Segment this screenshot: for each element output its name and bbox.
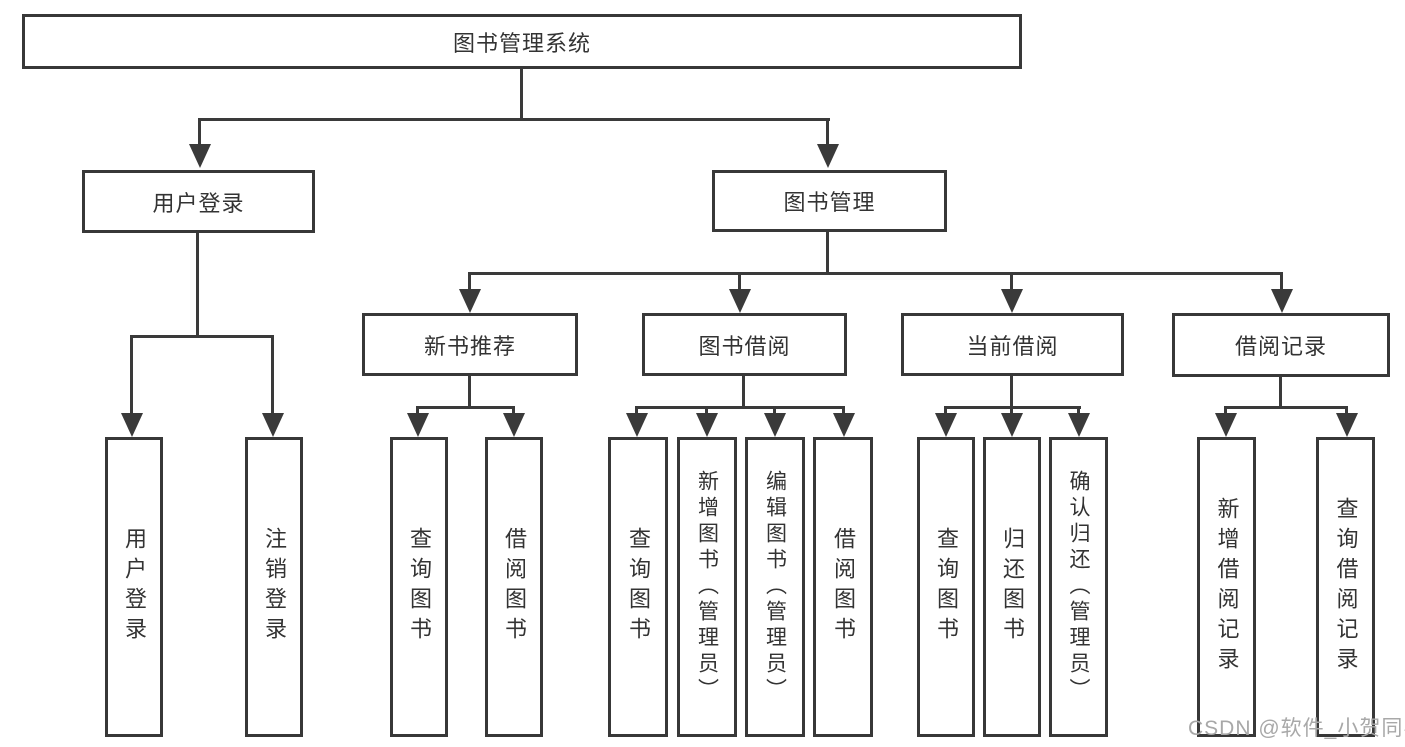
arrow-head	[626, 413, 648, 437]
watermark-text: CSDN @软件_小贺同学	[1188, 717, 1405, 740]
node-root: 图书管理系统	[22, 14, 1022, 69]
node-book-borrow: 图书借阅	[642, 313, 847, 376]
node-book-borrow-label: 图书借阅	[698, 333, 791, 359]
leaf-borrow-books-recommend: 借阅图书	[485, 437, 543, 737]
arrow-head	[729, 289, 751, 313]
node-borrow-records: 借阅记录	[1172, 313, 1390, 377]
connector-drop-leaf	[1077, 406, 1080, 416]
arrow-head	[1001, 289, 1023, 313]
connector-sec4-hline	[1224, 406, 1348, 409]
node-borrow-records-label: 借阅记录	[1234, 334, 1327, 359]
leaf-edit-books-admin: 编辑图书（管理员）	[745, 437, 805, 737]
arrow-head	[121, 413, 143, 437]
arrow-head	[696, 413, 718, 437]
connector-drop-section	[738, 272, 741, 290]
node-book-management-label: 图书管理	[783, 190, 876, 215]
connector-drop-section	[468, 272, 471, 290]
leaf-label: 查询图书	[407, 527, 432, 647]
node-book-management: 图书管理	[712, 170, 947, 232]
connector-sec2-stem	[742, 376, 745, 408]
connector-drop-leaf	[635, 406, 638, 416]
arrow-head	[817, 144, 839, 168]
connector-bookmgmt-hline	[468, 272, 1283, 275]
node-new-book-recommend-label: 新书推荐	[423, 333, 516, 359]
connector-root-hline	[198, 118, 830, 121]
connector-drop-leaf	[1224, 406, 1227, 416]
connector-sec3-stem	[1010, 376, 1013, 408]
node-user-login-label: 用户登录	[152, 190, 245, 216]
connector-bookmgmt-stem	[826, 232, 829, 275]
connector-sec1-stem	[468, 376, 471, 408]
arrow-head	[407, 413, 429, 437]
connector-root-stem	[520, 68, 523, 120]
connector-drop-leaf	[705, 406, 708, 416]
node-root-label: 图书管理系统	[452, 30, 591, 56]
connector-drop-leaf	[1345, 406, 1348, 416]
leaf-label: 确认归还（管理员）	[1067, 470, 1090, 704]
connector-drop-leaf	[271, 335, 274, 415]
connector-sec4-stem	[1279, 377, 1282, 408]
arrow-head	[262, 413, 284, 437]
arrow-head	[503, 413, 525, 437]
connector-drop-leaf	[1010, 406, 1013, 416]
connector-sec1-hline	[416, 406, 515, 409]
arrow-head	[459, 289, 481, 313]
arrow-head	[1001, 413, 1023, 437]
connector-userlogin-stem	[196, 233, 199, 337]
leaf-user-login: 用户登录	[105, 437, 163, 737]
leaf-label: 编辑图书（管理员）	[763, 470, 787, 704]
leaf-query-borrow-record: 查询借阅记录	[1316, 437, 1375, 737]
arrow-head	[1068, 413, 1090, 437]
arrow-head	[833, 413, 855, 437]
leaf-add-books-admin: 新增图书（管理员）	[677, 437, 737, 737]
leaf-query-books-borrow: 查询图书	[608, 437, 668, 737]
arrow-head	[935, 413, 957, 437]
node-current-borrow: 当前借阅	[901, 313, 1124, 376]
leaf-query-books-current: 查询图书	[917, 437, 975, 737]
connector-drop-section	[1280, 272, 1283, 290]
arrow-head	[1336, 413, 1358, 437]
connector-drop-leaf	[130, 335, 133, 415]
leaf-label: 查询借阅记录	[1333, 497, 1359, 677]
arrow-head	[764, 413, 786, 437]
leaf-label: 查询图书	[934, 527, 959, 647]
leaf-borrow-books: 借阅图书	[813, 437, 873, 737]
connector-drop-leaf	[842, 406, 845, 416]
connector-drop-section	[1010, 272, 1013, 290]
leaf-label: 查询图书	[626, 527, 651, 647]
leaf-label: 新增借阅记录	[1214, 497, 1240, 677]
leaf-return-books: 归还图书	[983, 437, 1041, 737]
connector-sec2-hline	[635, 406, 845, 409]
leaf-add-borrow-record: 新增借阅记录	[1197, 437, 1256, 737]
arrow-head	[189, 144, 211, 168]
node-new-book-recommend: 新书推荐	[362, 313, 578, 376]
connector-userlogin-hline	[130, 335, 274, 338]
connector-drop-leaf	[416, 406, 419, 416]
connector-drop-leaf	[512, 406, 515, 416]
leaf-label: 新增图书（管理员）	[695, 470, 719, 704]
leaf-logout: 注销登录	[245, 437, 303, 737]
node-current-borrow-label: 当前借阅	[966, 333, 1059, 359]
leaf-confirm-return-admin: 确认归还（管理员）	[1049, 437, 1108, 737]
node-user-login: 用户登录	[82, 170, 315, 233]
leaf-label: 借阅图书	[502, 527, 527, 647]
arrow-head	[1271, 289, 1293, 313]
leaf-label: 归还图书	[1000, 527, 1025, 647]
arrow-head	[1215, 413, 1237, 437]
connector-drop-user-login	[198, 118, 201, 146]
leaf-label: 用户登录	[122, 527, 147, 647]
connector-drop-book-mgmt	[826, 118, 829, 146]
connector-drop-leaf	[944, 406, 947, 416]
leaf-query-books-recommend: 查询图书	[390, 437, 448, 737]
leaf-label: 注销登录	[262, 527, 287, 647]
connector-drop-leaf	[773, 406, 776, 416]
leaf-label: 借阅图书	[831, 527, 856, 647]
